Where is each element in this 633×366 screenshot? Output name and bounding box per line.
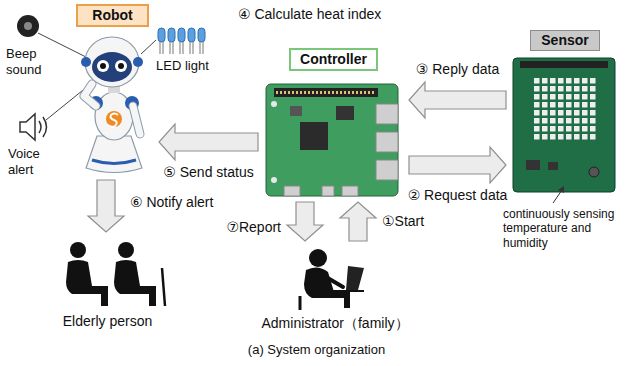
led-icon xyxy=(141,28,205,54)
administrator-icon xyxy=(300,249,364,310)
person-node: Elderly person xyxy=(40,236,175,330)
robot-figure xyxy=(106,111,122,127)
step-label: ①Start xyxy=(380,213,426,230)
annotation-label: continuously sensing temperature and hum… xyxy=(503,207,621,250)
raspberry-pi-board xyxy=(266,84,398,196)
elderly-icon xyxy=(162,268,165,306)
robot-node: Robot xyxy=(70,4,155,176)
block-arrow xyxy=(287,202,323,241)
administrator-icon xyxy=(332,290,364,292)
elderly-icon xyxy=(66,260,108,306)
buzzer-icon xyxy=(17,15,39,37)
annotation-label: ④ Calculate heat index xyxy=(238,6,381,23)
raspberry-pi-board xyxy=(276,91,376,94)
annotation-label: Beep sound xyxy=(6,46,50,77)
robot-figure xyxy=(97,60,109,72)
led-icon xyxy=(198,28,205,42)
sense-hat-board xyxy=(589,167,599,177)
person-node: Administrator（family） xyxy=(245,245,425,332)
elderly-icon xyxy=(114,260,156,306)
sense-hat-board xyxy=(526,160,540,170)
annotation-label: LED light xyxy=(156,58,209,74)
leader-line xyxy=(553,190,562,203)
raspberry-pi-board xyxy=(274,88,378,97)
administrator-icon xyxy=(304,267,350,308)
sense-hat-board xyxy=(513,58,615,192)
block-arrow xyxy=(88,180,124,232)
elderly-icon xyxy=(70,242,86,258)
buzzer-icon xyxy=(24,22,32,30)
raspberry-pi-board xyxy=(284,186,300,196)
block-arrow xyxy=(159,124,258,160)
robot-figure xyxy=(84,84,96,106)
speaker-icon xyxy=(20,114,35,140)
robot-figure xyxy=(85,37,139,87)
robot-figure xyxy=(86,136,142,173)
sensor-node: Sensor xyxy=(510,30,620,195)
raspberry-pi-board xyxy=(322,186,334,196)
administrator-icon xyxy=(309,249,327,267)
robot-figure xyxy=(133,106,140,134)
raspberry-pi-board xyxy=(376,104,398,124)
raspberry-pi-board xyxy=(271,177,277,183)
node-label: Administrator（family） xyxy=(259,315,410,332)
robot-figure xyxy=(115,60,127,72)
led-icon xyxy=(158,28,165,42)
controller-node: Controller xyxy=(262,48,405,198)
raspberry-pi-board xyxy=(300,122,328,150)
led-icon xyxy=(178,28,185,42)
figure-caption: (a) System organization xyxy=(248,342,385,358)
led-icon xyxy=(160,42,203,54)
sense-hat-board xyxy=(513,58,615,192)
robot-figure xyxy=(133,57,143,67)
robot-figure xyxy=(92,52,132,82)
led-icon xyxy=(168,28,175,42)
raspberry-pi-board xyxy=(290,106,302,116)
raspberry-pi-board xyxy=(376,132,398,152)
node-heading: Sensor xyxy=(530,30,599,51)
robot-figure xyxy=(81,57,91,67)
annotation-label: Voice alert xyxy=(8,146,56,177)
node-heading: Robot xyxy=(76,4,148,27)
node-heading: Controller xyxy=(289,48,378,71)
led-icon xyxy=(141,40,156,54)
robot-figure xyxy=(118,63,124,69)
step-label: ③ Reply data xyxy=(414,61,501,78)
raspberry-pi-board xyxy=(271,101,277,107)
buzzer-icon xyxy=(38,33,88,58)
node-label: Elderly person xyxy=(61,313,155,330)
sense-hat-board xyxy=(548,162,558,170)
raspberry-pi-board xyxy=(376,160,398,180)
sense-hat-board xyxy=(534,78,598,142)
robot-figure xyxy=(92,160,136,164)
led-icon xyxy=(188,28,195,42)
elderly-icon xyxy=(66,242,165,306)
step-label: ② Request data xyxy=(406,187,510,204)
speaker-icon xyxy=(20,82,93,140)
step-label: ⑥ Notify alert xyxy=(128,194,215,211)
robot-figure xyxy=(108,114,118,127)
leader-line xyxy=(553,186,564,203)
sense-hat-board xyxy=(520,61,608,68)
administrator-icon xyxy=(346,266,364,290)
speaker-icon xyxy=(39,117,47,137)
raspberry-pi-board xyxy=(266,84,398,196)
raspberry-pi-board xyxy=(336,106,354,120)
robot-figure xyxy=(100,63,106,69)
raspberry-pi-board xyxy=(342,186,358,196)
block-arrow xyxy=(409,147,506,183)
robot-figure xyxy=(84,84,96,106)
robot-figure xyxy=(133,106,140,134)
elderly-icon xyxy=(118,242,134,258)
step-label: ⑦Report xyxy=(224,219,283,236)
block-arrow xyxy=(409,82,506,118)
block-arrow xyxy=(340,202,376,241)
robot-figure xyxy=(81,37,143,173)
administrator-icon xyxy=(326,277,343,287)
step-label: ⑤ Send status xyxy=(161,164,255,181)
leader-line xyxy=(558,186,564,193)
administrator-icon xyxy=(299,296,302,310)
